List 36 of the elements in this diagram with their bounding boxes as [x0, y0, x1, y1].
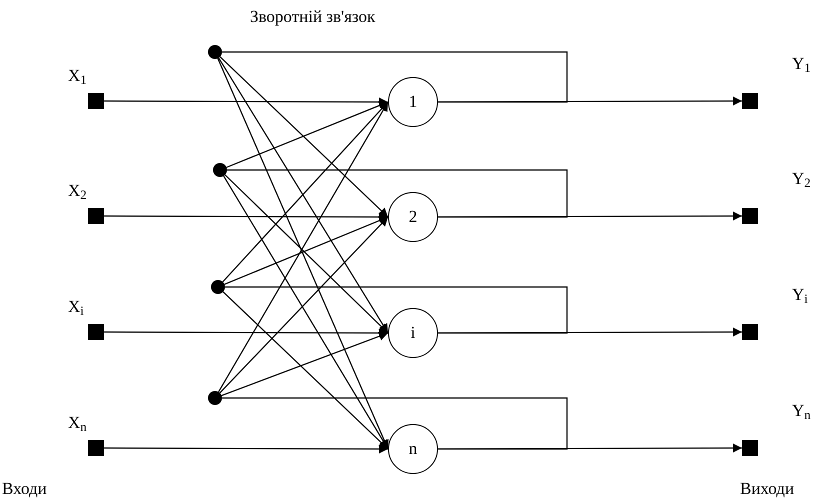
arrow	[104, 97, 388, 106]
feedback-line	[222, 397, 568, 450]
terminal-square	[742, 324, 758, 340]
arrow	[224, 174, 388, 334]
output-label: Y$_{i}$	[792, 286, 808, 303]
terminal-square	[742, 93, 758, 109]
arrow	[219, 216, 388, 394]
arrow	[224, 216, 388, 285]
arrow	[221, 332, 388, 396]
output-label: Y$_{1}$	[792, 55, 811, 72]
arrow	[220, 56, 388, 218]
arrow	[226, 101, 388, 168]
output-label: Y$_{n}$	[792, 402, 811, 419]
output-label: Y$_{2}$	[792, 170, 811, 187]
terminal-square	[88, 93, 104, 109]
input-label: X$_{2}$	[68, 182, 87, 199]
feedback-line	[222, 51, 568, 103]
arrow	[104, 212, 388, 222]
arrow	[218, 102, 389, 392]
arrow	[218, 58, 389, 334]
arrow	[104, 328, 388, 338]
outputs-label: Виходи	[740, 478, 794, 500]
terminal-square	[88, 208, 104, 224]
arrow	[222, 291, 388, 450]
feedback-line	[227, 169, 568, 218]
inputs-label: Входи	[2, 478, 47, 500]
input-label: X$_{1}$	[68, 67, 87, 84]
terminal-square	[742, 208, 758, 224]
terminal-square	[88, 324, 104, 340]
terminal-square	[88, 440, 104, 456]
input-label: X$_{n}$	[68, 414, 87, 431]
terminal-square	[742, 440, 758, 456]
feedback-label: Зворотній зв'язок	[250, 6, 376, 28]
arrow	[104, 444, 388, 454]
feedback-line	[225, 286, 568, 334]
input-label: X$_{i}$	[68, 298, 84, 315]
